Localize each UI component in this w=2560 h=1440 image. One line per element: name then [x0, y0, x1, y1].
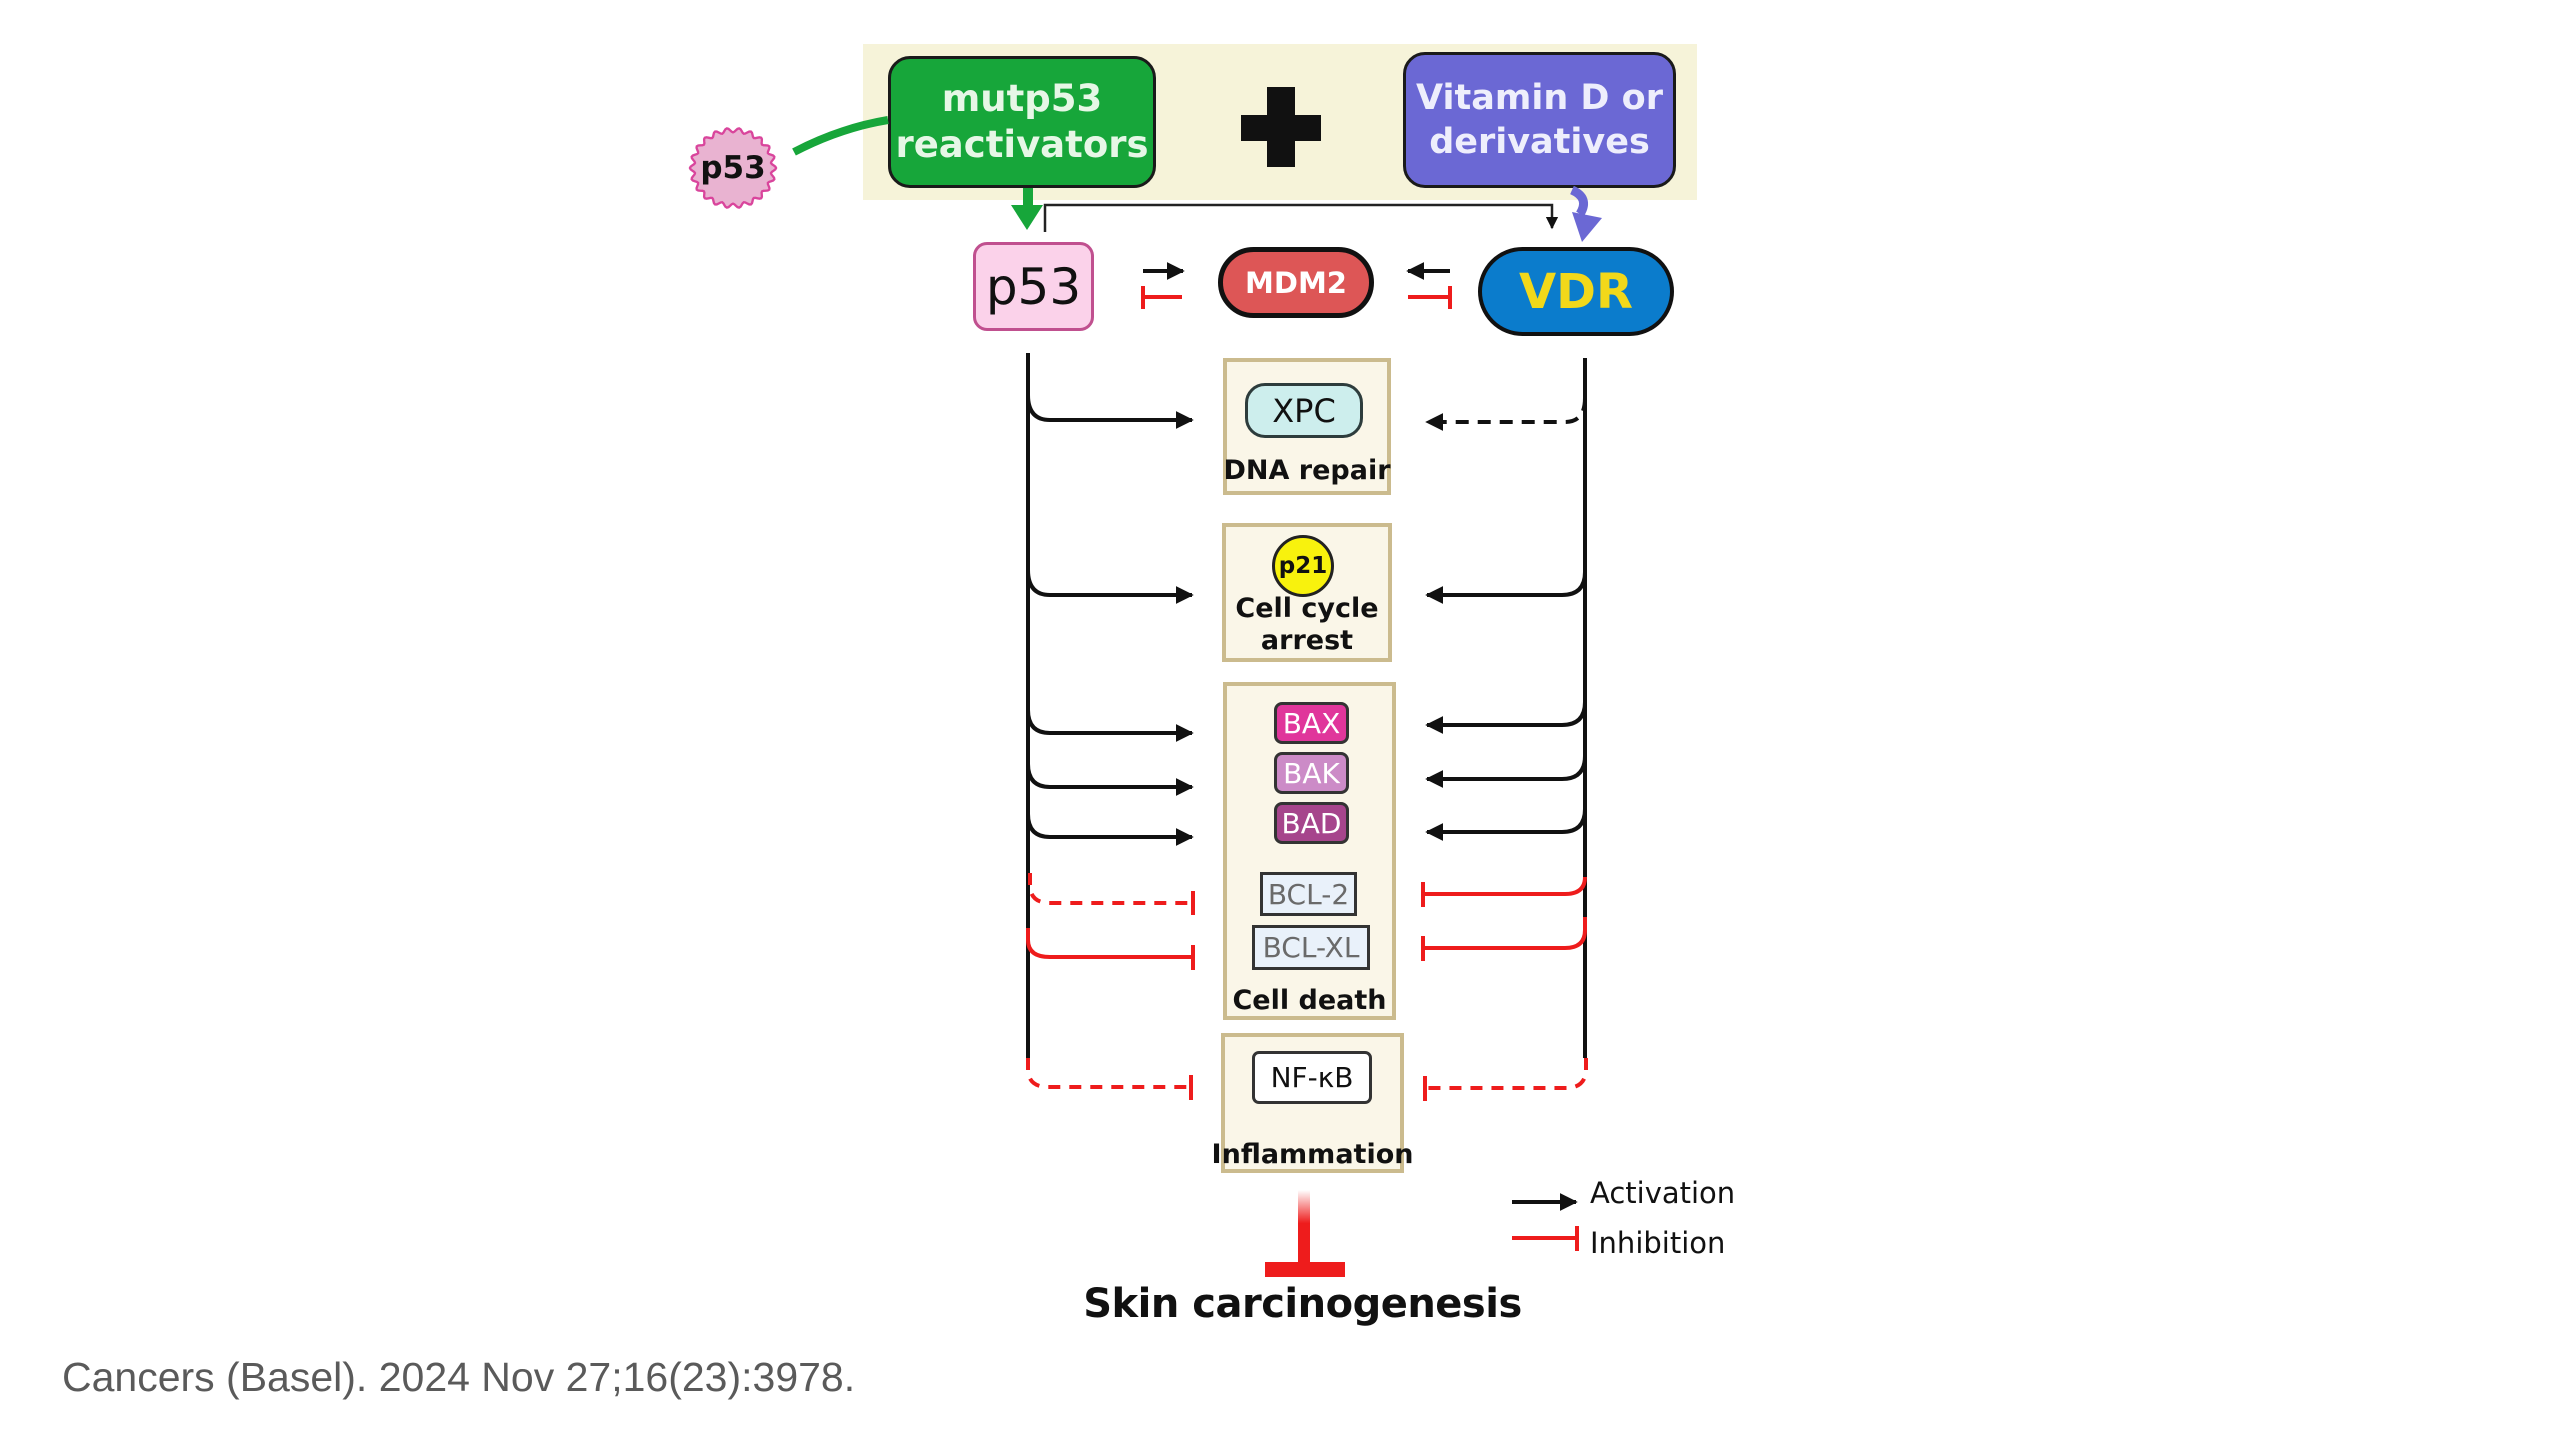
xpc-node: XPC — [1245, 383, 1363, 438]
p53-to-xpc-arrow — [1026, 394, 1194, 429]
mutp53-binding-line — [792, 116, 889, 156]
p53-starburst-shape — [688, 127, 778, 209]
p53-node: p53 — [973, 242, 1094, 331]
bak-node: BAK — [1274, 752, 1349, 794]
p21-node: p21 — [1272, 535, 1334, 597]
legend-activation-label: Activation — [1590, 1176, 1736, 1210]
p53-inhibits-bcl2 — [1028, 873, 1195, 915]
cell-cycle-arrest-label: Cell cycle arrest — [1222, 592, 1392, 658]
vitd-to-vdr-arrow — [1569, 185, 1602, 242]
vdr-to-p21-arrow — [1425, 571, 1587, 604]
vdr-to-xpc-arrow — [1425, 397, 1587, 431]
inflammation-label: Inflammation — [1211, 1138, 1414, 1170]
p53-to-bak-arrow — [1026, 763, 1194, 796]
cell-cycle-label-line-2: arrest — [1260, 625, 1354, 656]
bclxl-node: BCL-XL — [1252, 925, 1370, 970]
plus-icon — [1267, 87, 1295, 167]
legend-inhibition-icon — [1512, 1226, 1579, 1251]
cell-cycle-label-line-1: Cell cycle — [1235, 593, 1379, 624]
vitamin-d-label-line-1: Vitamin D or — [1416, 78, 1663, 118]
cell-death-label: Cell death — [1232, 984, 1387, 1016]
mdm2-node: MDM2 — [1218, 247, 1374, 318]
vdr-node: VDR — [1478, 247, 1674, 336]
p53-to-bax-arrow — [1026, 709, 1194, 742]
citation-text: Cancers (Basel). 2024 Nov 27;16(23):3978… — [62, 1353, 856, 1400]
bad-node: BAD — [1274, 802, 1349, 844]
p53-to-vdr-connector — [1043, 203, 1559, 232]
vdr-inhibits-bcl2 — [1421, 876, 1587, 907]
vitamin-d-box: Vitamin D or derivatives — [1403, 52, 1676, 188]
mutp53-label-line-1: mutp53 — [941, 77, 1103, 120]
nfkb-node: NF-κB — [1252, 1051, 1372, 1104]
vitamin-d-label-line-2: derivatives — [1429, 122, 1650, 162]
vdr-inhibits-nfkb — [1423, 1058, 1588, 1101]
bax-node: BAX — [1274, 702, 1349, 744]
mdm2-inhibits-p53 — [1141, 286, 1182, 309]
dna-repair-label: DNA repair — [1223, 454, 1391, 486]
vdr-to-bak-arrow — [1425, 755, 1587, 788]
skin-carcinogenesis-label: Skin carcinogenesis — [1083, 1281, 1522, 1327]
p53-to-p21-arrow — [1026, 569, 1194, 604]
inflammation-inhibits-carcinogenesis — [1265, 1190, 1345, 1277]
p53-inhibits-bclxl — [1026, 928, 1195, 970]
vdr-inhibits-bclxl — [1421, 917, 1587, 961]
mutp53-reactivators-box: mutp53 reactivators — [888, 56, 1156, 188]
p53-to-bad-arrow — [1026, 813, 1194, 846]
mdm2-inhibits-vdr — [1408, 286, 1452, 309]
bcl2-node: BCL-2 — [1260, 872, 1357, 916]
p53-mutant-badge-icon — [688, 127, 778, 209]
mutp53-label-line-2: reactivators — [895, 123, 1149, 166]
mutp53-to-p53-arrow — [1011, 188, 1043, 230]
vdr-to-bad-arrow — [1425, 808, 1587, 841]
legend-inhibition-label: Inhibition — [1590, 1226, 1726, 1260]
p53-inhibits-nfkb — [1026, 1058, 1193, 1100]
vdr-to-bax-arrow — [1425, 701, 1587, 734]
p53-mutant-badge-label: p53 — [700, 150, 766, 186]
